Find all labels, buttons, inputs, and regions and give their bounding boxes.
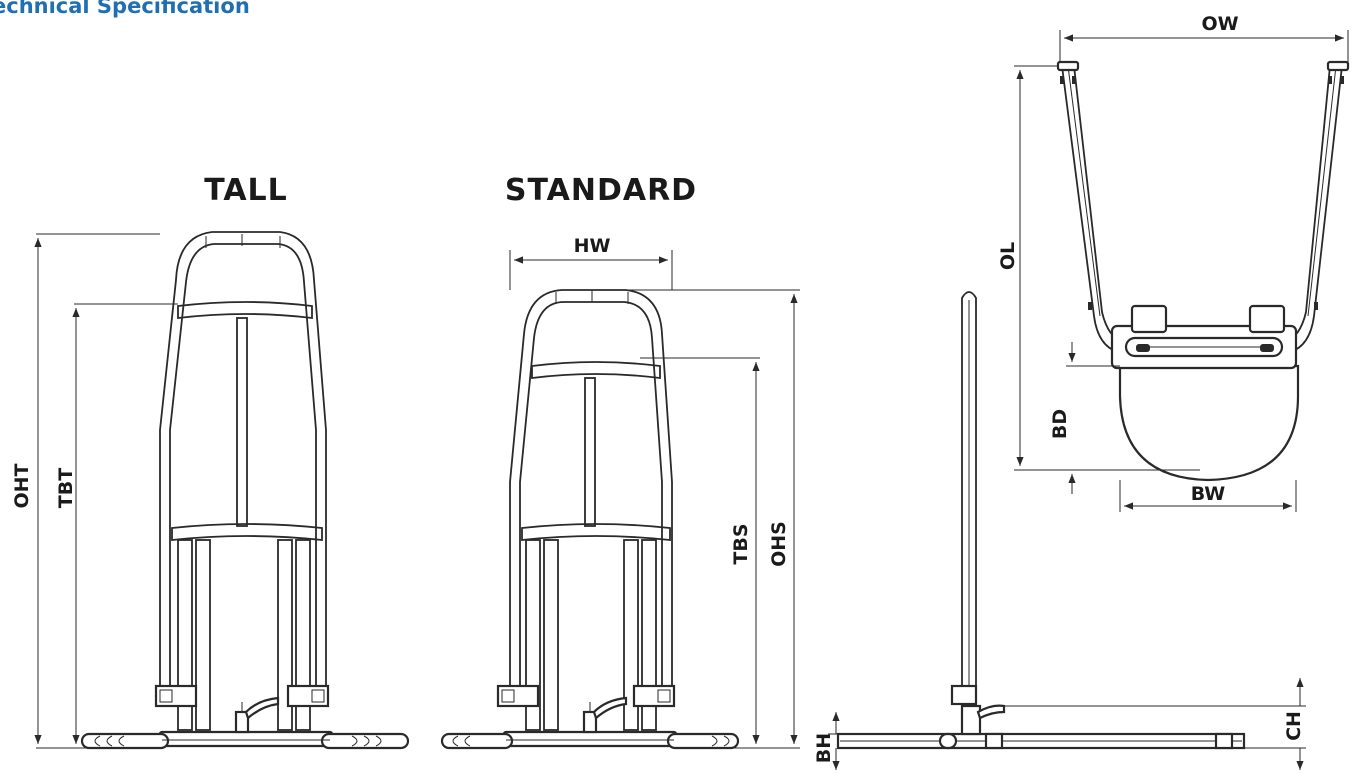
tall-view: TALL [11, 173, 410, 750]
dim-label-ol: OL [997, 242, 1019, 270]
tall-title: TALL [204, 173, 288, 208]
dim-label-bh: BH [813, 733, 835, 763]
page-heading: echnical Specification [0, 0, 250, 18]
dim-label-hw: HW [574, 235, 611, 257]
top-dimensions: OW OL BD BW [997, 13, 1349, 512]
tall-dimensions: OHT TBT [11, 233, 178, 749]
standard-base [440, 730, 740, 750]
dim-label-tbt: TBT [55, 468, 77, 508]
dim-label-bd: BD [1049, 409, 1071, 439]
dim-label-ohs: OHS [768, 521, 790, 567]
dim-label-oht: OHT [11, 463, 33, 508]
standard-dimensions: HW TBS OHS [509, 235, 800, 749]
standard-frame [496, 289, 676, 734]
side-view: BH CH [813, 291, 1306, 770]
dim-label-bw: BW [1191, 483, 1225, 505]
dim-label-ow: OW [1201, 13, 1238, 35]
standard-view: STANDARD [440, 173, 800, 750]
standard-title: STANDARD [505, 173, 697, 208]
dim-label-tbs: TBS [730, 523, 752, 564]
tall-base [80, 730, 410, 750]
tall-frame [154, 231, 330, 734]
dim-label-ch: CH [1283, 711, 1305, 741]
top-view: OW OL BD BW [997, 13, 1350, 512]
side-dimensions: BH CH [813, 678, 1306, 770]
